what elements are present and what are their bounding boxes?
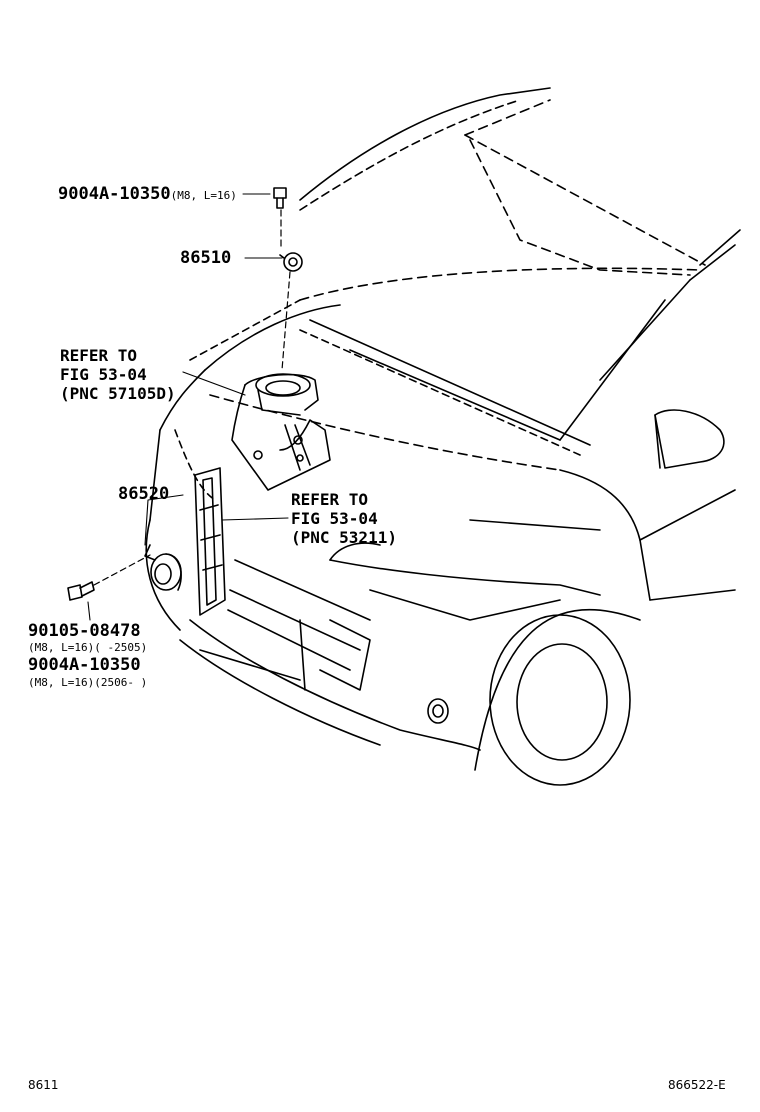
refer-upper-line1: REFER TO <box>60 346 138 365</box>
refer-lower-line2: FIG 53-04 <box>291 509 378 528</box>
refer-upper-line2: FIG 53-04 <box>60 365 147 384</box>
lower-bolt <box>67 581 95 601</box>
upper-horn-nut <box>279 252 303 272</box>
horn-upper-part-number: 86510 <box>180 248 232 268</box>
bolt-top-spec: (M8, L=16) <box>170 189 237 202</box>
bolt-top-part-number: 9004A-10350 <box>58 184 171 204</box>
vehicle-body-outline <box>145 87 741 786</box>
refer-lower-line1: REFER TO <box>291 490 369 509</box>
illustration-id: 866522-E <box>668 1078 726 1092</box>
figure-code: 8611 <box>28 1078 59 1092</box>
bolt-lower-a-part-number: 90105-08478 <box>28 621 141 641</box>
bolt-lower-b-spec: (M8, L=16)(2506- ) <box>28 676 148 689</box>
horn-lower-part-number: 86520 <box>118 484 170 504</box>
refer-upper-line3: (PNC 57105D) <box>60 384 176 403</box>
bolt-lower-a-spec: (M8, L=16)( -2505) <box>28 641 148 654</box>
assembly-guide-lines <box>93 209 291 586</box>
refer-lower-note: REFER TO FIG 53-04 (PNC 53211) <box>291 490 397 547</box>
refer-upper-note: REFER TO FIG 53-04 (PNC 57105D) <box>60 346 176 403</box>
front-support-bracket <box>194 467 226 616</box>
bolt-top-callout: 9004A-10350(M8, L=16) <box>58 186 237 203</box>
upper-horn-bracket <box>231 373 331 491</box>
callout-leader-lines <box>87 193 289 621</box>
bolt-lower-b-part-number: 9004A-10350 <box>28 655 141 675</box>
upper-bolt <box>273 187 287 209</box>
lower-horn-disc <box>144 544 182 591</box>
refer-lower-line3: (PNC 53211) <box>291 528 397 547</box>
